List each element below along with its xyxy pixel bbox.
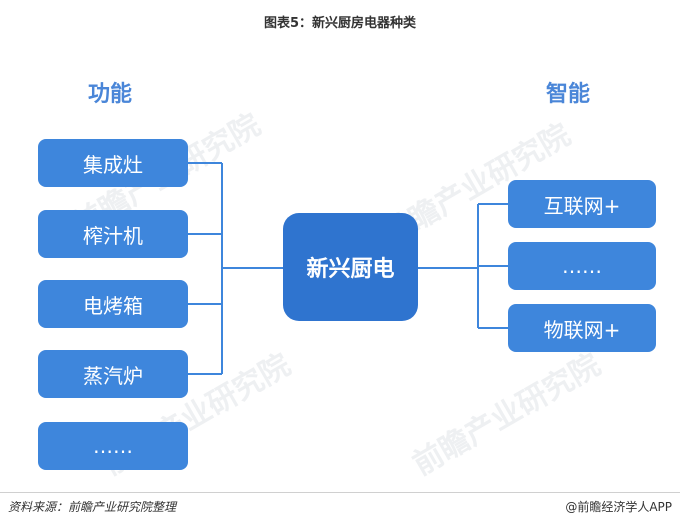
left-item-box: 电烤箱 — [38, 280, 188, 328]
left-item-box: 集成灶 — [38, 139, 188, 187]
right-connectors — [418, 203, 508, 329]
right-item-box: …… — [508, 242, 656, 290]
left-connectors — [188, 162, 283, 375]
footer-divider — [0, 492, 680, 493]
left-item-box: 蒸汽炉 — [38, 350, 188, 398]
right-item-box: 物联网+ — [508, 304, 656, 352]
left-item-box: …… — [38, 422, 188, 470]
source-note: 资料来源：前瞻产业研究院整理 — [8, 500, 177, 514]
heading-function: 功能 — [88, 82, 133, 107]
heading-smart: 智能 — [546, 82, 591, 107]
chart-title: 图表5：新兴厨房电器种类 — [263, 16, 417, 31]
left-item-box: 榨汁机 — [38, 210, 188, 258]
right-item-box: 互联网+ — [508, 180, 656, 228]
center-node: 新兴厨电 — [283, 213, 418, 321]
brand-note: @前瞻经济学人APP — [565, 500, 672, 514]
